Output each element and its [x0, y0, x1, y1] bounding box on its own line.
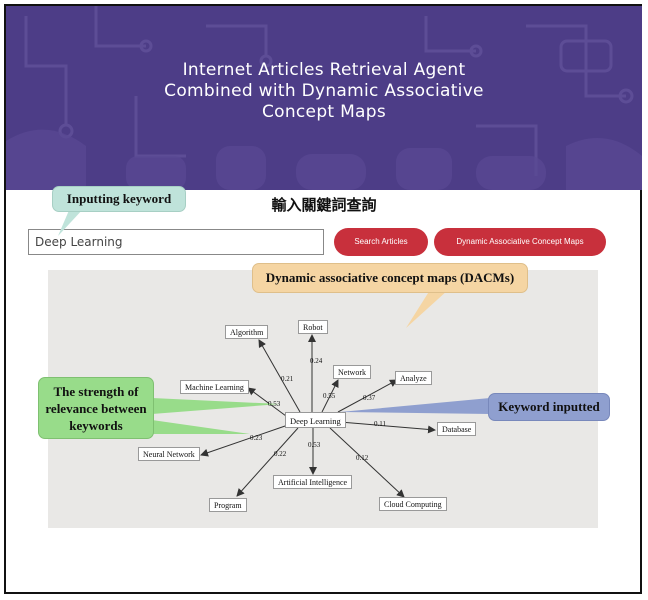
weight-robot: 0.24 — [310, 357, 323, 365]
callout-dacm: Dynamic associative concept maps (DACMs) — [252, 263, 528, 293]
edge-database — [339, 421, 436, 434]
node-deep-learning-center[interactable]: Deep Learning — [285, 412, 346, 428]
strength-line-1: The strength of — [53, 384, 139, 399]
weight-artificial-intelligence: 0.53 — [308, 441, 321, 449]
callout-strength-relevance: The strength of relevance between keywor… — [38, 377, 154, 439]
edge-network — [321, 379, 339, 413]
strength-line-2: relevance between — [45, 401, 147, 416]
edge-cloud-computing — [329, 427, 405, 498]
circuit-pattern-decoration — [6, 6, 642, 190]
search-input[interactable] — [28, 229, 324, 255]
node-analyze[interactable]: Analyze — [395, 371, 432, 385]
node-algorithm[interactable]: Algorithm — [225, 325, 269, 339]
page-title: Internet Articles Retrieval Agent Combin… — [6, 60, 642, 123]
chinese-subtitle: 輸入關鍵詞查詢 — [271, 196, 377, 214]
callout-inputting-keyword: Inputting keyword — [52, 186, 186, 212]
dacm-button[interactable]: Dynamic Associative Concept Maps — [434, 228, 606, 256]
callout-keyword-inputted: Keyword inputted — [488, 393, 610, 421]
weight-analyze: 0.37 — [363, 394, 376, 402]
node-network[interactable]: Network — [333, 365, 371, 379]
edge-program — [236, 427, 299, 497]
title-line-2: Combined with Dynamic Associative — [164, 81, 484, 101]
weight-neural-network: 0.23 — [250, 434, 263, 442]
node-neural-network[interactable]: Neural Network — [138, 447, 200, 461]
weight-cloud-computing: 0.12 — [356, 454, 369, 462]
title-line-3: Concept Maps — [261, 102, 387, 122]
weight-database: 0.11 — [374, 420, 386, 428]
search-articles-button[interactable]: Search Articles — [334, 228, 428, 256]
edge-machine-learning — [247, 387, 287, 417]
weight-program: 0.22 — [274, 450, 287, 458]
title-line-1: Internet Articles Retrieval Agent — [182, 60, 466, 80]
edge-neural-network — [200, 424, 289, 457]
node-program[interactable]: Program — [209, 498, 247, 512]
node-artificial-intelligence[interactable]: Artificial Intelligence — [273, 475, 353, 489]
node-cloud-computing[interactable]: Cloud Computing — [379, 497, 447, 511]
weight-machine-learning: 0.53 — [268, 400, 281, 408]
node-robot[interactable]: Robot — [298, 320, 328, 334]
edge-analyze — [337, 379, 398, 413]
edge-algorithm — [258, 339, 301, 413]
strength-line-3: keywords — [69, 418, 123, 433]
node-database[interactable]: Database — [437, 422, 477, 436]
figure-frame — [4, 4, 642, 594]
header-banner: Internet Articles Retrieval Agent Combin… — [6, 6, 642, 190]
weight-network: 0.55 — [323, 392, 336, 400]
weight-algorithm: 0.21 — [281, 375, 294, 383]
node-machine-learning[interactable]: Machine Learning — [180, 380, 249, 394]
